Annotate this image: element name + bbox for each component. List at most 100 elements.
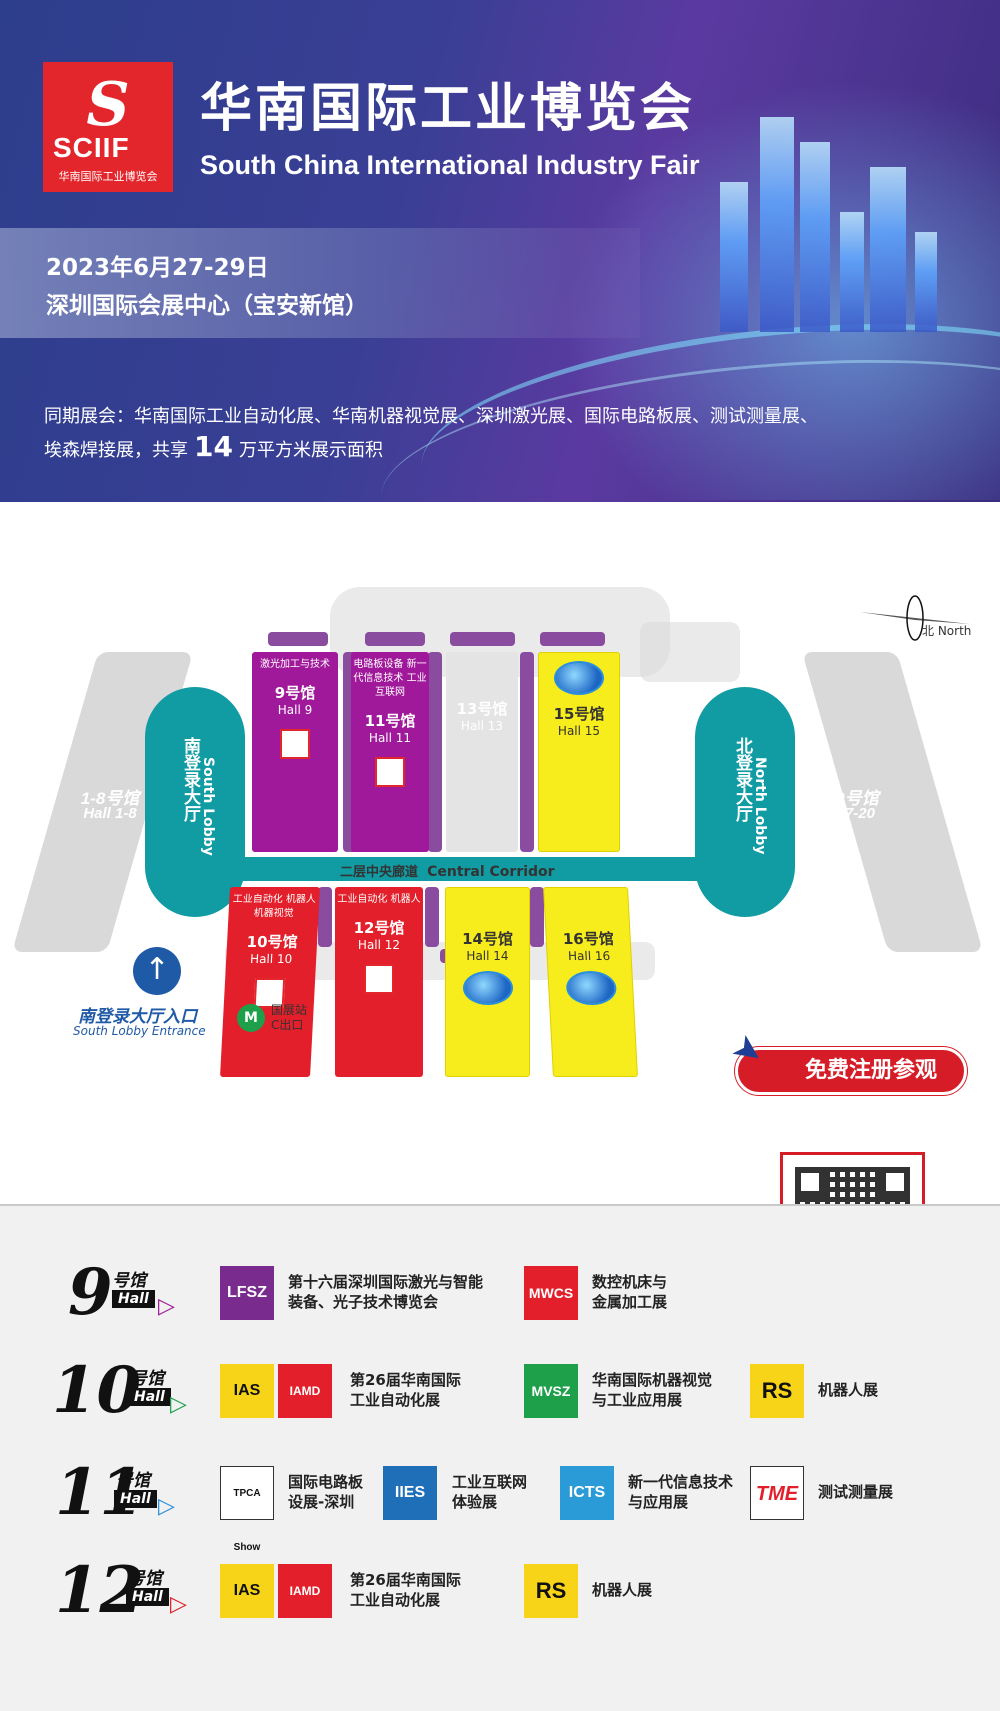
hall-number: 9: [68, 1255, 113, 1330]
south-lobby-en: South Lobby: [200, 757, 216, 856]
iies-logo: IIES: [383, 1466, 437, 1520]
metro-station: 国展站: [271, 1003, 308, 1017]
iamd-logo: IAMD: [278, 1364, 332, 1418]
metro-icon: M: [237, 1004, 265, 1032]
hall-tag: Hall: [126, 1588, 169, 1606]
exhibit-name: 国际电路板 设展-深圳: [288, 1472, 363, 1512]
hall-10[interactable]: 工业自动化 机器人 机器视觉 10号馆 Hall 10: [220, 887, 320, 1077]
ias-logo: IAS: [220, 1564, 274, 1618]
icts-logo: ICTS: [560, 1466, 614, 1520]
hall-17-20-label: 17-20号馆: [801, 789, 879, 808]
exhibit-name: 机器人展: [592, 1581, 653, 1599]
rs-logo: RS: [524, 1564, 578, 1618]
up-arrow-icon: ↑: [133, 947, 181, 995]
header-banner: S SCIIF 华南国际工业博览会 华南国际工业博览会 South China …: [0, 0, 1000, 502]
hall-10-sub: 工业自动化 机器人 机器视觉: [232, 894, 317, 919]
logo-s-mark: S: [86, 70, 130, 140]
hall-tag: Hall: [112, 1290, 155, 1308]
city-tower: [800, 142, 830, 332]
exhibit-name: 机器人展: [818, 1381, 879, 1399]
hall-1-8-label: 1-8号馆: [80, 789, 140, 808]
hall-hao: 号馆: [112, 1271, 146, 1291]
hall-row-12: 12 号馆 Hall ▷ IAS IAMD 第26届华南国际 工业自动化展 RS…: [0, 1556, 1000, 1636]
hall-11-en: Hall 11: [368, 731, 412, 745]
venue-map: 北 North 1-8号馆 Hall 1-8 17-20号馆 Hall 17-2…: [0, 502, 1000, 1297]
hall-15-en: Hall 15: [557, 724, 601, 738]
exhibit-name: 华南国际机器视觉 与工业应用展: [592, 1370, 712, 1410]
exhibit-name: 数控机床与 金属加工展: [592, 1272, 667, 1312]
iamd-logo: IAMD: [278, 1564, 332, 1618]
exhibit-line2: 工业自动化展: [350, 1391, 441, 1409]
qr-finder: [795, 1167, 825, 1197]
hall-12-num: 12号馆: [353, 919, 405, 937]
hall-16-en: Hall 16: [567, 949, 611, 963]
exhibit-name: 工业互联网 体验展: [452, 1472, 527, 1512]
service-bar: [530, 887, 544, 947]
exhibit-line2: 工业自动化展: [350, 1591, 441, 1609]
exhibit-line1: 第26届华南国际: [350, 1371, 461, 1389]
hall-13-en: Hall 13: [460, 719, 504, 733]
date-band: [0, 228, 640, 338]
sciif-badge-icon: [364, 964, 394, 994]
exhibit-line1: 国际电路板: [288, 1473, 364, 1491]
hall-12-en: Hall 12: [357, 938, 401, 952]
mwcs-logo: MWCS: [524, 1266, 578, 1320]
corridor-label-en: Central Corridor: [427, 864, 555, 880]
service-bar: [268, 632, 328, 646]
corridor-label: 二层中央廊道 Central Corridor: [340, 861, 555, 880]
globe-icon: [554, 661, 604, 695]
entrance-label: 南登录大厅入口: [78, 1007, 197, 1027]
hall-9[interactable]: 激光加工与技术 9号馆 Hall 9: [252, 652, 338, 852]
south-lobby[interactable]: [145, 687, 245, 917]
corridor-label-cn: 二层中央廊道: [340, 865, 419, 880]
lfsz-logo: LFSZ: [220, 1266, 274, 1320]
hall-number: 10: [52, 1353, 142, 1428]
south-lobby-cn: 南登录大厅: [180, 737, 200, 822]
hall-14[interactable]: 14号馆 Hall 14: [445, 887, 530, 1077]
exhibit-line2: 与应用展: [628, 1493, 689, 1511]
sciif-badge-icon: [375, 757, 405, 787]
north-lobby-cn: 北登录大厅: [732, 737, 752, 822]
hall-tag: Hall: [128, 1388, 171, 1406]
hall-16[interactable]: 16号馆 Hall 16: [543, 887, 638, 1077]
hall-10-num: 10号馆: [246, 933, 299, 951]
hall-9-num: 9号馆: [274, 684, 316, 702]
exhibit-line2: 与工业应用展: [592, 1391, 683, 1409]
hall-12[interactable]: 工业自动化 机器人 12号馆 Hall 12: [335, 887, 423, 1077]
map-backdrop: [640, 622, 740, 682]
service-bar: [540, 632, 605, 646]
tme-logo: TME: [750, 1466, 804, 1520]
hall-13-num: 13号馆: [456, 700, 508, 718]
hall-11[interactable]: 电路板设备 新一代信息技术 工业互联网 11号馆 Hall 11: [351, 652, 429, 852]
page-title-en: South China International Industry Fair: [200, 150, 700, 180]
event-date: 2023年6月27-29日: [46, 255, 269, 281]
hall-exhibit-list: 9 号馆 Hall ▷ LFSZ 第十六届深圳国际激光与智能 装备、光子技术博览…: [0, 1204, 1000, 1711]
compass-label: 北 North: [922, 624, 972, 638]
hall-9-sub: 激光加工与技术: [260, 659, 330, 670]
tpca-logo: TPCA Show: [220, 1466, 274, 1553]
hall-14-num: 14号馆: [462, 930, 513, 948]
exhibit-line1: 数控机床与: [592, 1273, 668, 1291]
service-bar: [425, 887, 439, 947]
globe-icon: [462, 971, 513, 1005]
qr-finder: [880, 1167, 910, 1197]
hall-15[interactable]: 15号馆 Hall 15: [538, 652, 620, 852]
register-button[interactable]: 免费注册参观: [735, 1047, 967, 1095]
exhibit-line2: 装备、光子技术博览会: [288, 1293, 439, 1311]
event-venue: 深圳国际会展中心（宝安新馆）: [46, 293, 368, 319]
central-corridor: [230, 857, 750, 881]
hall-13[interactable]: 13号馆 Hall 13: [446, 652, 518, 852]
arrow-right-icon: ▷: [170, 1592, 187, 1617]
hall-14-en: Hall 14: [466, 949, 509, 963]
city-tower: [840, 212, 864, 332]
service-bar: [520, 652, 534, 852]
exhibit-name: 测试测量展: [818, 1483, 894, 1501]
hall-hao: 号馆: [130, 1369, 164, 1389]
arrow-right-icon: ▷: [170, 1392, 187, 1417]
exhibit-name: 第26届华南国际 工业自动化展: [350, 1370, 461, 1410]
exhibit-line2: 设展-深圳: [288, 1493, 355, 1511]
hall-15-num: 15号馆: [553, 705, 605, 723]
service-bar: [365, 632, 425, 646]
compass-icon: [860, 595, 970, 641]
